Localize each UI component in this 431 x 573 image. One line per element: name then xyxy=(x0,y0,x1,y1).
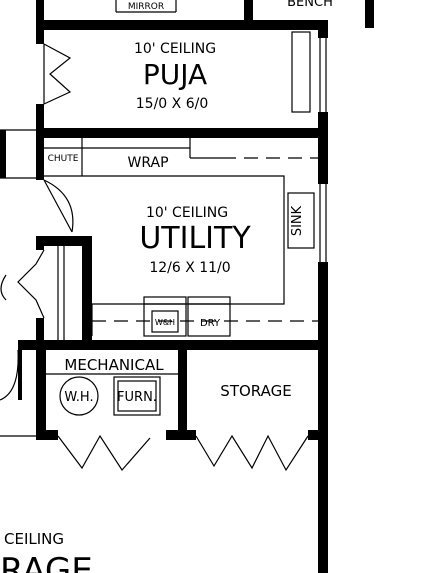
wall-utility-bottom xyxy=(18,340,328,350)
water-heater-label: W.H. xyxy=(64,390,93,405)
puja-shelf xyxy=(291,31,311,113)
wall-right-lower xyxy=(318,262,328,573)
furnace-label: FURN. xyxy=(117,390,157,405)
wall-top-mid-stub xyxy=(244,0,253,28)
wall-left-lower-vertical xyxy=(82,236,92,346)
puja-ceiling-label: 10' CEILING xyxy=(134,41,216,57)
wall-mech-bottom-right xyxy=(166,430,196,440)
wall-right-mid xyxy=(318,112,328,184)
wall-left-mid xyxy=(36,104,44,180)
bench-label: BENCH xyxy=(287,0,333,10)
washer-inner xyxy=(151,310,179,333)
dryer-label: DRY xyxy=(200,318,221,329)
puja-bifold-door xyxy=(43,43,72,105)
puja-size-label: 15/0 X 6/0 xyxy=(136,96,208,112)
utility-door-leaf xyxy=(43,179,73,233)
wall-storage-bottom-right xyxy=(308,430,328,440)
washer-label: W&H xyxy=(155,318,175,327)
labels: MIRROR BENCH 10' CEILING PUJA 15/0 X 6/0… xyxy=(0,0,333,573)
utility-size-label: 12/6 X 11/0 xyxy=(149,260,230,276)
sink-box xyxy=(287,192,315,249)
water-heater-circle xyxy=(59,376,99,416)
puja-name-label: PUJA xyxy=(143,58,207,91)
wall-mech-storage xyxy=(178,340,187,440)
dryer-box xyxy=(187,296,231,337)
wall-top-divider xyxy=(36,20,328,30)
utility-ceiling-label: 10' CEILING xyxy=(146,205,228,221)
storage-label: STORAGE xyxy=(220,382,291,400)
wall-far-left-stub xyxy=(0,130,6,178)
wall-left-upper xyxy=(36,20,44,44)
wall-puja-utility xyxy=(36,128,328,138)
garage-name-label: RAGE xyxy=(0,551,93,573)
furnace-inner xyxy=(117,380,157,412)
furnace-box xyxy=(113,376,161,416)
wall-right-upper xyxy=(318,20,328,38)
wall-left-lower xyxy=(36,236,92,246)
storage-bifold-door xyxy=(195,434,309,472)
mirror-label: MIRROR xyxy=(128,2,164,12)
wall-left-bottom-stub xyxy=(36,318,44,348)
far-left-lower-swing xyxy=(0,349,19,401)
chute-label: CHUTE xyxy=(48,154,79,164)
utility-door-swing xyxy=(43,179,74,233)
wrap-label: WRAP xyxy=(127,155,168,171)
wall-mech-left xyxy=(36,340,46,436)
walls xyxy=(0,0,374,573)
mechanical-label: MECHANICAL xyxy=(64,356,164,374)
wall-mech-bottom-left xyxy=(36,430,58,440)
left-lower-bifold xyxy=(17,249,45,319)
mech-bifold-door xyxy=(57,434,151,471)
wall-top-right-stub xyxy=(365,0,374,28)
wall-left-edge-lower xyxy=(18,340,22,400)
garage-ceiling-label: CEILING xyxy=(4,530,64,548)
utility-name-label: UTILITY xyxy=(139,221,251,256)
sink-label: SINK xyxy=(290,205,305,236)
washer-box xyxy=(143,296,187,337)
thin-lines xyxy=(0,0,327,472)
wall-left-stub xyxy=(36,236,44,250)
far-left-door-swing xyxy=(0,274,7,301)
wall-top-left-stub xyxy=(36,0,44,30)
